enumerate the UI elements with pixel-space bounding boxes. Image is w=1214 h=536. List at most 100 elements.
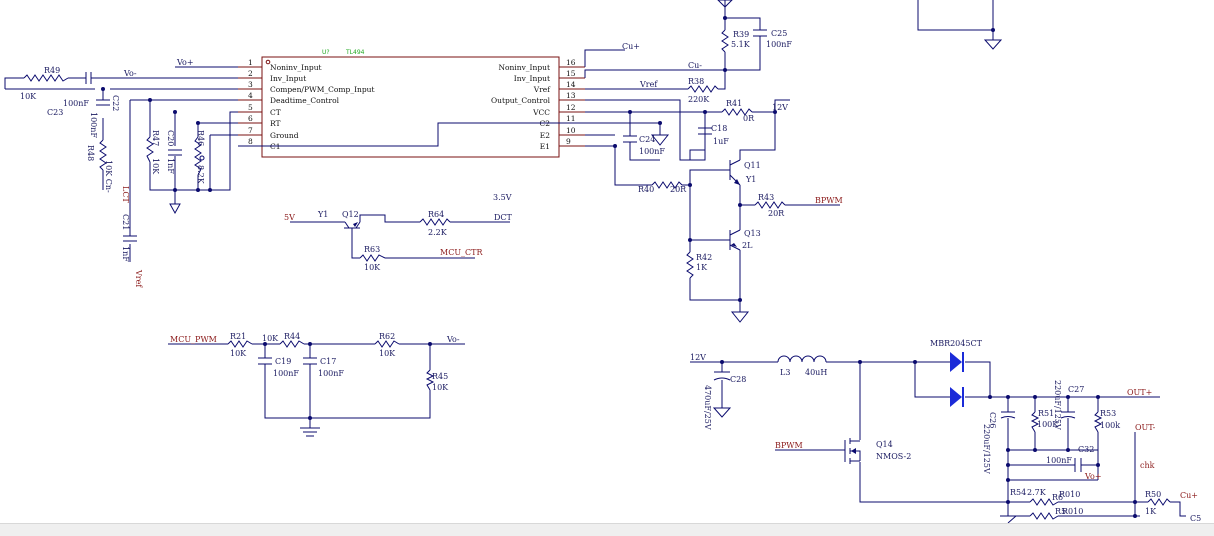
component-value: 220K — [688, 95, 710, 104]
component-ref: Q11 — [744, 161, 761, 170]
component-value: 10K — [262, 334, 279, 343]
net-label: 3.5V — [493, 193, 512, 202]
component-ref: R45 — [432, 372, 448, 381]
resistor-r43[interactable] — [754, 201, 786, 209]
component-ref: C27 — [1068, 385, 1084, 394]
net-label: Vref — [134, 269, 143, 288]
ic-pin-number: 10 — [566, 126, 576, 135]
resistor-r40[interactable] — [651, 181, 683, 189]
component-value: 10K — [364, 263, 381, 272]
component-ref: R48 — [86, 145, 95, 161]
component-ref: C32 — [1078, 445, 1094, 454]
inductor-l3[interactable] — [777, 355, 827, 363]
component-ref: R47 — [151, 130, 160, 146]
diode-mbr2045ct-top[interactable] — [950, 352, 964, 372]
resistor-r64[interactable] — [419, 218, 451, 226]
ic-pin-name: RT — [270, 119, 281, 128]
ic-pin-number: 6 — [248, 114, 253, 123]
component-value: 0R — [743, 114, 755, 123]
capacitor-c20[interactable] — [168, 149, 182, 156]
component-ref: R44 — [284, 332, 300, 341]
resistor-r5[interactable] — [1029, 512, 1059, 520]
pot-marker — [199, 155, 205, 161]
ic-part-number: TL494 — [345, 49, 365, 56]
net-label: Cu- — [688, 61, 702, 70]
resistor-r51[interactable] — [1030, 411, 1040, 433]
ic-designator: U? — [322, 49, 330, 56]
component-ref: C5 — [1190, 514, 1201, 523]
capacitor-c32[interactable] — [1074, 458, 1082, 472]
transistor-q13[interactable] — [720, 229, 741, 251]
component-ref: L3 — [780, 368, 790, 377]
ic-pin-name: E1 — [540, 142, 550, 151]
net-label: Vo- — [446, 335, 460, 344]
net-label: OUT+ — [1127, 388, 1152, 397]
ic-pin-number: 9 — [566, 137, 571, 146]
resistor-r48[interactable] — [99, 139, 107, 171]
net-label: 12V — [772, 103, 788, 112]
resistor-r46[interactable] — [194, 136, 202, 176]
ground-symbols-bottom — [712, 407, 1018, 523]
net-label: BPWM — [775, 441, 803, 450]
resistor-r47[interactable] — [146, 136, 154, 163]
transistor-q11[interactable] — [720, 159, 741, 186]
transistor-q12[interactable] — [344, 221, 361, 229]
component-value: 20R — [768, 209, 785, 218]
capacitor-c19[interactable] — [258, 357, 272, 365]
resistor-r41[interactable] — [721, 108, 753, 116]
component-value: 1K — [1145, 507, 1157, 516]
component-ref: R49 — [44, 66, 60, 75]
ic-pin-number: 16 — [566, 58, 576, 67]
capacitor-c17[interactable] — [303, 357, 317, 365]
schematic-drawing: U? TL494 1 2 3 4 5 6 7 8 Noninv_Input In… — [4, 0, 1201, 523]
diode-mbr2045ct-bottom[interactable] — [950, 387, 964, 407]
left-labels: Vo+ Vo- R49 10K C23 100nF C22 100nF R48 … — [20, 58, 205, 288]
net-label: chk — [1140, 461, 1155, 470]
ic-body[interactable] — [261, 56, 560, 158]
component-value: 1uF — [713, 137, 729, 146]
resistor-r44[interactable] — [279, 340, 305, 348]
resistor-r49[interactable] — [23, 74, 69, 82]
capacitor-c22[interactable] — [96, 99, 110, 106]
resistor-r62[interactable] — [374, 340, 400, 348]
net-label: Vref — [639, 80, 658, 89]
ic-pin1-marker — [265, 59, 271, 65]
ic-pin-number: 7 — [248, 126, 253, 135]
resistor-r54[interactable] — [1029, 498, 1059, 506]
capacitor-c18[interactable] — [698, 127, 712, 135]
capacitor-c23[interactable] — [85, 72, 92, 84]
resistor-r45[interactable] — [425, 369, 435, 391]
component-ref: R51 — [1038, 409, 1054, 418]
ic-right-pins — [559, 66, 585, 147]
component-value: 100k — [1100, 421, 1120, 430]
capacitor-c25[interactable] — [753, 29, 767, 37]
net-label: BPWM — [815, 196, 843, 205]
capacitor-c21[interactable] — [123, 235, 137, 242]
component-ref: Q12 — [342, 210, 359, 219]
resistor-r38[interactable] — [687, 85, 719, 93]
resistor-r42[interactable] — [686, 251, 694, 279]
resistor-r39[interactable] — [721, 29, 729, 53]
ic-pin-number: 11 — [566, 114, 576, 123]
mosfet-q14[interactable] — [844, 438, 861, 464]
left-wiring — [4, 66, 605, 262]
component-ref: R6 — [1052, 493, 1063, 502]
resistor-r50[interactable] — [1147, 498, 1171, 506]
ic-pin-name: Output_Control — [491, 96, 551, 105]
resistor-r63[interactable] — [359, 254, 386, 262]
component-ref: C25 — [771, 29, 787, 38]
junctions-left — [101, 87, 212, 192]
capacitor-c29[interactable] — [1060, 411, 1076, 419]
resistor-r21[interactable] — [227, 340, 253, 348]
capacitor-c26[interactable] — [1000, 411, 1016, 419]
component-value: Y1 — [745, 175, 756, 184]
resistor-r53[interactable] — [1093, 411, 1103, 433]
component-value: 1nF — [121, 246, 130, 262]
capacitor-c28[interactable] — [713, 371, 731, 381]
rc-labels: MCU_PWM R21 10K 10K R44 C19 100nF C17 10… — [170, 332, 460, 392]
component-value: NMOS-2 — [876, 452, 911, 461]
boost-wiring — [690, 361, 1186, 517]
capacitor-c24[interactable] — [623, 135, 637, 143]
component-value: 10K Cn- — [104, 160, 113, 193]
